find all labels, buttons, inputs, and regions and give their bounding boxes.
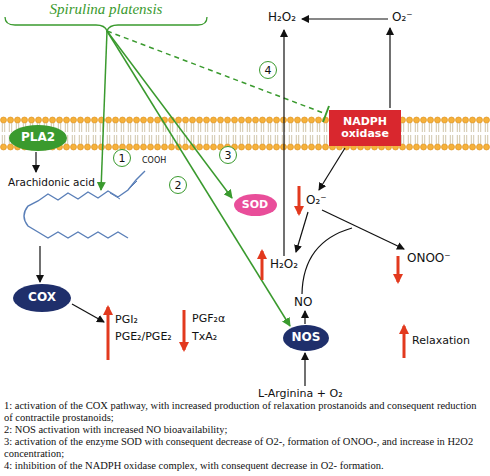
note: 2: NOS activation with increased NO bioa… xyxy=(4,424,486,436)
bracket xyxy=(5,17,207,31)
double-bond xyxy=(110,181,137,199)
prostanoid-label: PGF₂α xyxy=(192,313,225,326)
callout-number: 4 xyxy=(259,61,277,79)
cell-membrane xyxy=(0,115,490,152)
molecule-name: Arachidonic acid xyxy=(8,176,95,188)
species-label: H₂O₂ xyxy=(268,11,296,25)
node-label: NOS xyxy=(292,331,321,344)
prostanoid-label: PGI₂ xyxy=(115,314,138,327)
enzyme-ellipse: SOD xyxy=(234,194,277,216)
spirulina-actions xyxy=(101,31,329,326)
enzyme-ellipse: PLA2 xyxy=(9,125,67,151)
species-label: ONOO⁻ xyxy=(407,252,451,266)
note: 3: activation of the enzyme SOD with con… xyxy=(4,436,486,460)
chemical-group: COOH xyxy=(142,156,166,165)
species-label: H₂O₂ xyxy=(270,258,298,272)
substrate-label: L-Arginina + O₂ xyxy=(258,388,343,401)
prostanoid-label: TxA₂ xyxy=(192,331,217,344)
diagram-title: Spirulina platensis xyxy=(0,1,212,18)
callout-number: 2 xyxy=(169,176,187,194)
species-label: O₂⁻ xyxy=(306,194,327,208)
node-label: SOD xyxy=(242,199,268,211)
effect-label: Relaxation xyxy=(412,335,470,348)
node-label: PLA2 xyxy=(21,131,55,144)
callout-number: 1 xyxy=(113,149,131,167)
change-arrows xyxy=(108,186,404,360)
prostanoid-label: PGE₂/PGE₂ xyxy=(115,331,172,344)
enzyme-ellipse: COX xyxy=(13,284,71,312)
node-label: NADPH oxidase xyxy=(333,116,397,140)
reaction-arrows xyxy=(36,19,404,386)
species-label: O₂⁻ xyxy=(392,11,413,25)
notes: 1: activation of the COX pathway, with i… xyxy=(4,400,486,472)
note: 1: activation of the COX pathway, with i… xyxy=(4,400,486,424)
species-label: NO xyxy=(294,296,312,310)
callout-number: 3 xyxy=(219,146,237,164)
node-label: COX xyxy=(28,291,56,304)
enzyme-box: NADPH oxidase xyxy=(329,110,401,146)
enzyme-ellipse: NOS xyxy=(283,325,329,351)
note: 4: inhibition of the NADPH oxidase compl… xyxy=(4,460,486,472)
